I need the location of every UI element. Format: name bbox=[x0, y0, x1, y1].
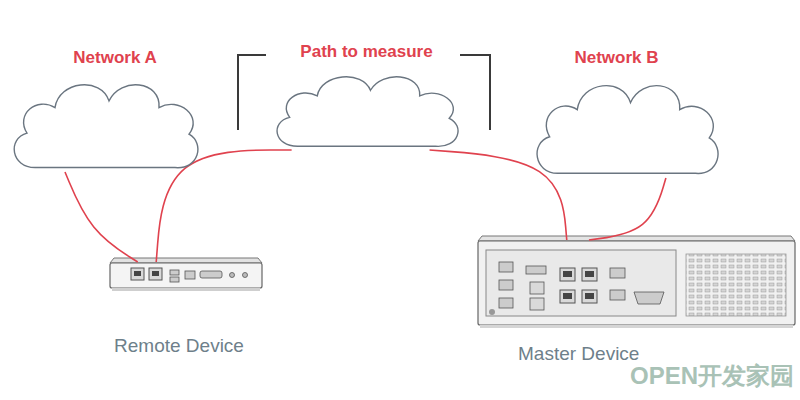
device-label: Master Device bbox=[518, 344, 639, 364]
device-label: Remote Device bbox=[114, 336, 244, 356]
device-node: Remote Device bbox=[110, 262, 264, 356]
text-row: Master Device bbox=[478, 344, 795, 364]
text-row: Remote Device bbox=[110, 336, 264, 356]
cloud-shape bbox=[277, 77, 458, 147]
shape-area bbox=[478, 240, 795, 326]
shape-area bbox=[528, 72, 725, 178]
cloud-shape bbox=[537, 86, 718, 174]
network-heading: Path to measure bbox=[300, 42, 432, 62]
cloud-outline bbox=[268, 66, 465, 150]
network-heading: Network B bbox=[574, 48, 658, 68]
text-row: Network B bbox=[528, 48, 725, 68]
cloud-shape bbox=[14, 85, 198, 168]
network-cloud: Path to measure bbox=[268, 42, 465, 150]
watermark: OPEN开发家园 bbox=[630, 360, 794, 392]
remote-device-drawing bbox=[110, 258, 262, 291]
network-cable bbox=[589, 178, 666, 240]
text-row: Network A bbox=[5, 48, 205, 68]
network-cloud: Network A bbox=[5, 48, 205, 172]
device-node: Master Device bbox=[478, 240, 795, 364]
cloud-outline bbox=[528, 72, 725, 178]
shape-area bbox=[5, 72, 205, 172]
cloud-outline bbox=[5, 72, 205, 172]
network-cable bbox=[65, 172, 138, 262]
master-device-drawing bbox=[478, 236, 795, 328]
shape-area bbox=[268, 66, 465, 150]
text-row: Path to measure bbox=[268, 42, 465, 62]
network-heading: Network A bbox=[73, 48, 156, 68]
network-cloud: Network B bbox=[528, 48, 725, 178]
shape-area bbox=[110, 262, 264, 292]
